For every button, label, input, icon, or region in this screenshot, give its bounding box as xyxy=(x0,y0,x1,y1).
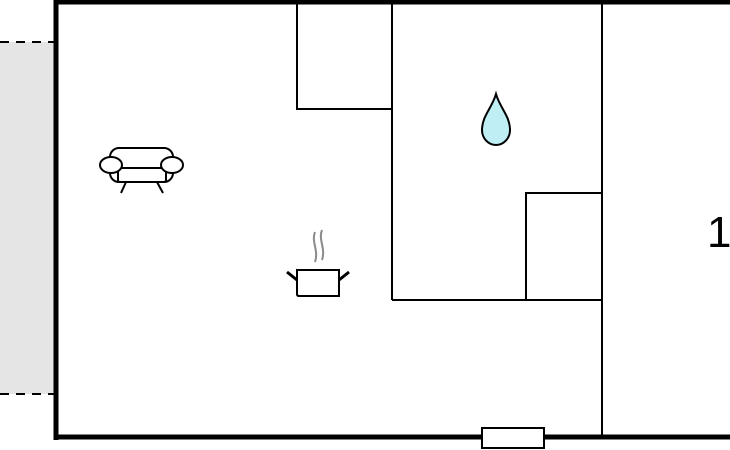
closet-wall xyxy=(296,2,392,110)
terrace-area xyxy=(0,42,56,394)
steam-line-left xyxy=(312,231,318,263)
sofa-arm-right xyxy=(160,156,184,174)
window xyxy=(481,427,545,449)
sofa-leg-left xyxy=(120,181,127,194)
sofa-seat xyxy=(117,167,167,183)
sofa-arm-left xyxy=(99,156,123,174)
interior-walls xyxy=(296,2,603,437)
sofa-icon xyxy=(99,147,184,194)
pot-body xyxy=(296,269,340,297)
pot-handle-right xyxy=(338,270,350,282)
cooking-pot-icon xyxy=(286,229,350,297)
shower-wall xyxy=(525,192,602,300)
terrace xyxy=(0,41,56,395)
room-number-label: 1 xyxy=(707,208,730,257)
steam-line-right xyxy=(319,229,325,261)
sofa-leg-right xyxy=(156,181,164,194)
pot-handle-left xyxy=(286,270,298,282)
water-drop-icon xyxy=(480,90,512,146)
